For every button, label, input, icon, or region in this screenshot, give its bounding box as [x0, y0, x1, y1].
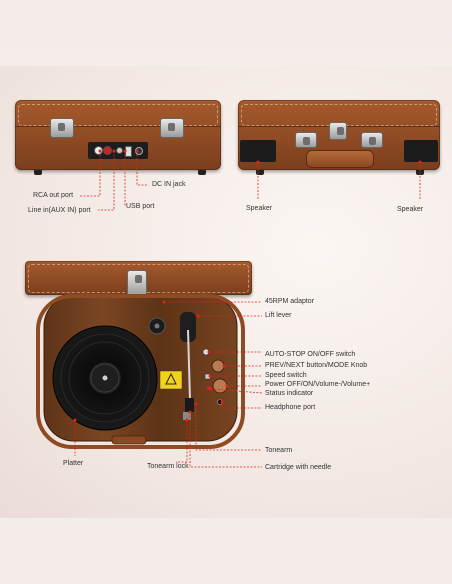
label-rca-out-port: RCA out port	[33, 192, 74, 199]
deck-front-handle	[111, 435, 147, 445]
back-foot-right	[198, 170, 206, 175]
platter-grooves	[60, 333, 150, 423]
label-auto-stop: AUTO-STOP ON/OFF switch	[265, 351, 356, 358]
rca-port-red	[103, 146, 112, 155]
speaker-grille-left	[240, 140, 276, 162]
front-right-latch	[361, 132, 383, 148]
leader-tonearm	[195, 404, 262, 451]
lid-seam	[15, 126, 221, 127]
label-cartridge: Cartridge with needle	[265, 464, 332, 471]
label-headphone-port: Headphone port	[265, 404, 316, 411]
label-status-indicator: Status indicator	[265, 390, 314, 397]
label-tonearm: Tonearm	[265, 447, 293, 454]
front-foot-left	[256, 170, 264, 175]
warning-triangle	[165, 372, 177, 385]
label-tonearm-lock: Tonearm lock	[147, 463, 189, 470]
speaker-grille-right	[404, 140, 438, 162]
tonearm-base	[180, 312, 196, 342]
tonearm-arm	[187, 329, 191, 401]
label-speed-switch: Speed switch	[265, 372, 307, 379]
deck-rim	[36, 294, 245, 449]
label-45rpm-adaptor: 45RPM adaptor	[265, 298, 315, 305]
label-usb-port: USB port	[126, 203, 155, 210]
tonearm-lock	[183, 412, 191, 420]
label-speaker-right: Speaker	[397, 206, 424, 213]
leader-lock	[176, 420, 188, 463]
back-foot-left	[34, 170, 42, 175]
label-line-in-port: Line in(AUX IN) port	[28, 207, 91, 214]
rear-port-panel	[88, 142, 148, 159]
right-latch	[160, 118, 184, 138]
leader-cartridge	[189, 412, 262, 468]
front-left-latch	[295, 132, 317, 148]
carry-handle	[306, 150, 374, 168]
left-latch	[50, 118, 74, 138]
label-platter: Platter	[63, 460, 84, 467]
leader-rca	[79, 151, 101, 197]
label-prev-next: PREV/NEXT button/MODE Knob	[265, 362, 368, 369]
adaptor-center	[154, 323, 160, 329]
leader-status	[210, 388, 263, 394]
label-speaker-left: Speaker	[246, 205, 273, 212]
label-dc-in-jack: DC IN jack	[152, 181, 186, 188]
rca-port-white	[94, 146, 103, 155]
label-power-volume: Power OFF/ON/Volume-/Volume+	[265, 381, 371, 388]
leader-dc	[136, 151, 148, 186]
line-in-port	[116, 147, 123, 154]
leader-headphone	[221, 402, 262, 409]
spindle	[102, 375, 108, 381]
front-center-latch	[329, 122, 347, 140]
label-lift-lever: Lift lever	[265, 312, 292, 319]
platter-grooves-2	[68, 341, 142, 415]
cartridge-head	[185, 398, 194, 412]
